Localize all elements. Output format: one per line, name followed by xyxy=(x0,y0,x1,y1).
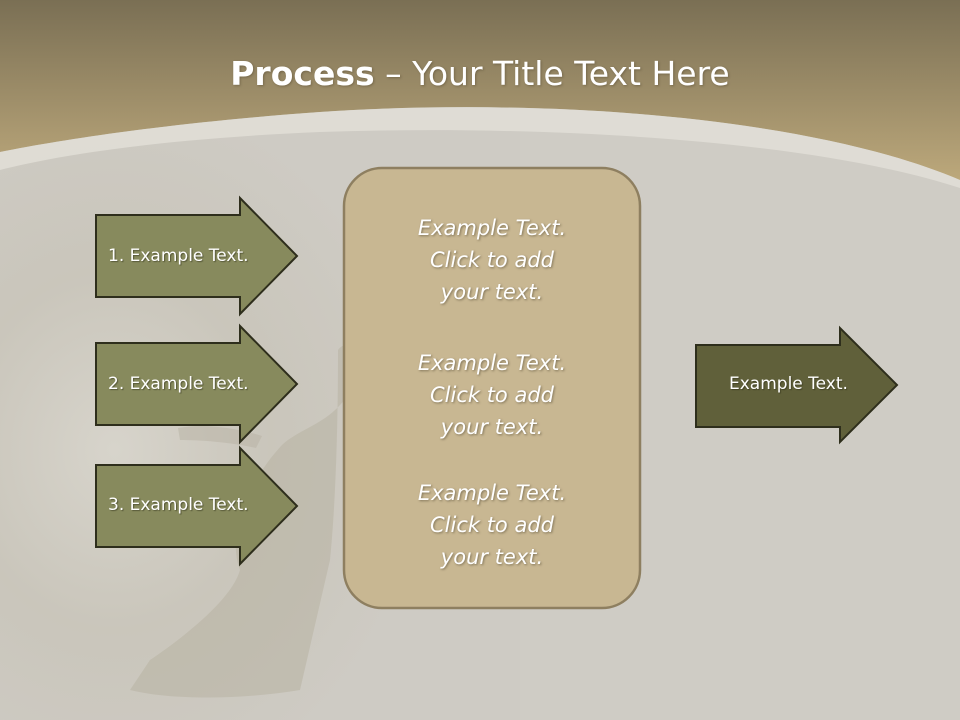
block-line: Example Text. xyxy=(417,216,567,240)
block-line: your text. xyxy=(440,415,544,439)
block-line: Click to add xyxy=(429,248,554,272)
block-line: Example Text. xyxy=(417,481,567,505)
block-line: your text. xyxy=(440,280,544,304)
arrow-2-label: 2. Example Text. xyxy=(108,374,249,394)
arrow-right-label: Example Text. xyxy=(729,374,848,394)
center-text-block-3: Example Text. Click to add your text. xyxy=(344,477,640,573)
arrow-2-shape xyxy=(95,323,299,445)
center-text-block-1: Example Text. Click to add your text. xyxy=(344,212,640,308)
title-rest: – Your Title Text Here xyxy=(374,54,730,93)
block-line: Click to add xyxy=(429,513,554,537)
header-band xyxy=(0,0,960,180)
block-line: Click to add xyxy=(429,383,554,407)
arrow-1-label: 1. Example Text. xyxy=(108,246,249,266)
arrow-right-shape xyxy=(695,325,899,445)
block-line: Example Text. xyxy=(417,351,567,375)
block-line: your text. xyxy=(440,545,544,569)
center-box xyxy=(342,166,642,610)
header-swoosh xyxy=(0,107,960,188)
arrow-3-shape xyxy=(95,445,299,567)
title-bold: Process xyxy=(230,54,375,93)
slide-title: Process – Your Title Text Here xyxy=(0,52,960,96)
center-text-block-2: Example Text. Click to add your text. xyxy=(344,347,640,443)
arrow-3-label: 3. Example Text. xyxy=(108,495,249,515)
arrow-1-shape xyxy=(95,195,299,317)
